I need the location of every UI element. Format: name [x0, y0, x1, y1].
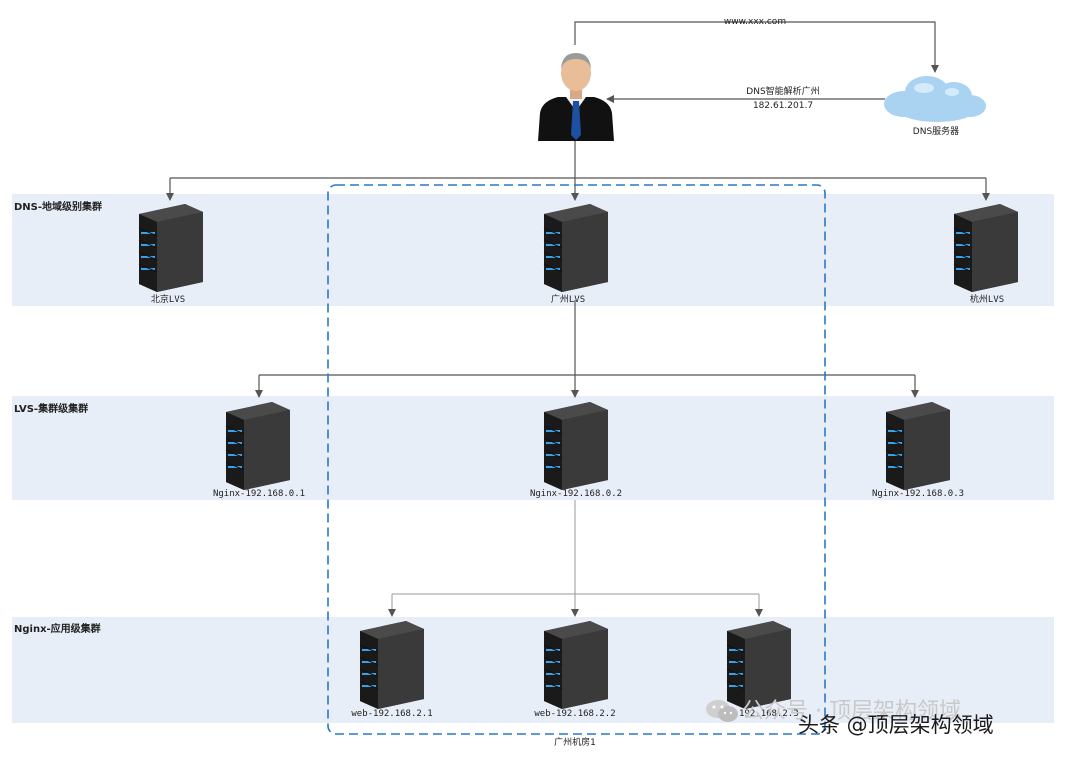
wechat-icon: [706, 700, 738, 722]
domain-request-line: [574, 21, 939, 73]
server-icon: [543, 203, 609, 292]
user-icon: [538, 53, 614, 141]
server-label-web-3: web-192.168.2.3: [717, 709, 799, 719]
server-label-guangzhou-lvs: 广州LVS: [550, 295, 586, 305]
server-label-nginx-2: Nginx-192.168.0.2: [529, 489, 623, 499]
nginx-tier-label: Nginx-应用级集群: [14, 624, 101, 635]
server-label-hangzhou-lvs: 杭州LVS: [969, 295, 1005, 305]
cloud-icon: [884, 76, 986, 122]
datacenter-boundary: [327, 184, 826, 735]
server-icon: [885, 401, 951, 490]
datacenter-label: 广州机房1: [554, 738, 596, 748]
watermark-gray: 公众号 · 顶层架构领域: [742, 699, 961, 724]
dns-server-label: DNS服务器: [912, 127, 960, 137]
dns-resolve-label: DNS智能解析广州: [746, 87, 820, 97]
lvs-tier-band: [12, 396, 1054, 500]
server-icon: [543, 401, 609, 490]
server-label-nginx-3: Nginx-192.168.0.3: [871, 489, 965, 499]
nginx-tier-band: [12, 617, 1054, 723]
server-icon: [953, 203, 1019, 292]
server-icon: [225, 401, 291, 490]
server-label-web-1: web-192.168.2.1: [351, 709, 433, 719]
server-label-nginx-1: Nginx-192.168.0.1: [212, 489, 306, 499]
lvs-tier-label: LVS-集群级集群: [14, 404, 89, 415]
server-label-web-2: web-192.168.2.2: [534, 709, 616, 719]
domain-label: www.xxx.com: [723, 17, 787, 27]
dns-tier-label: DNS-地域级别集群: [14, 202, 103, 213]
server-icon: [543, 620, 609, 709]
dns-resolve-ip: 182.61.201.7: [752, 101, 814, 111]
watermark-dark: 头条 @顶层架构领域: [798, 713, 994, 737]
server-icon: [359, 620, 425, 709]
server-icon: [138, 203, 204, 292]
server-label-beijing-lvs: 北京LVS: [150, 295, 186, 305]
